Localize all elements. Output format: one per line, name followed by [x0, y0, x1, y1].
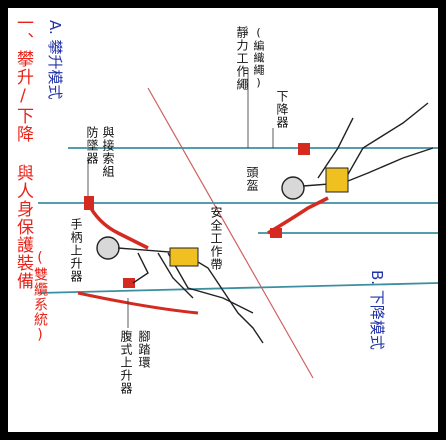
- ascent-climber-figure: [96, 236, 264, 344]
- section-divider: [147, 87, 314, 379]
- descent-device-lower: [270, 228, 282, 238]
- illustration-panel: 一、攀升/下降 與人身保護裝備 (雙纜系統) A. 攀升模式 B. 下降模式 防…: [8, 8, 438, 432]
- label-chest-ascender: 腹式上升器: [119, 330, 133, 395]
- descender-device: [298, 143, 310, 155]
- label-descender: 下降器: [275, 90, 289, 129]
- label-hand-ascender: 手柄上升器: [69, 218, 83, 283]
- label-safety-harness: 安全工作帶: [209, 206, 223, 271]
- label-fall-arrester: 防墜器: [85, 126, 99, 165]
- hand-ascender-device: [123, 278, 135, 288]
- label-static-rope-sub: (編織繩): [252, 26, 265, 90]
- descent-climber-figure: [281, 102, 434, 200]
- ascent-harness: [169, 247, 199, 267]
- diagram-subtitle: (雙纜系統): [32, 250, 48, 344]
- ascent-lanyard: [86, 202, 149, 250]
- foot-loop-strap: [77, 291, 199, 315]
- mode-ascent-label: A. 攀升模式: [46, 20, 64, 100]
- label-foot-loop: 腳踏環: [137, 330, 151, 369]
- label-lanyard: 與接索組: [101, 126, 115, 178]
- label-static-rope: 靜力工作繩: [235, 26, 249, 91]
- fall-arrester-device: [84, 196, 94, 210]
- rope-line-lower: [37, 282, 438, 294]
- label-helmet: 頭盔: [245, 166, 259, 192]
- illustration-svg: [37, 68, 438, 379]
- descent-harness: [325, 167, 349, 193]
- diagram-title: 一、攀升/下降 與人身保護裝備: [13, 14, 33, 290]
- mode-descent-label: B. 下降模式: [368, 270, 386, 350]
